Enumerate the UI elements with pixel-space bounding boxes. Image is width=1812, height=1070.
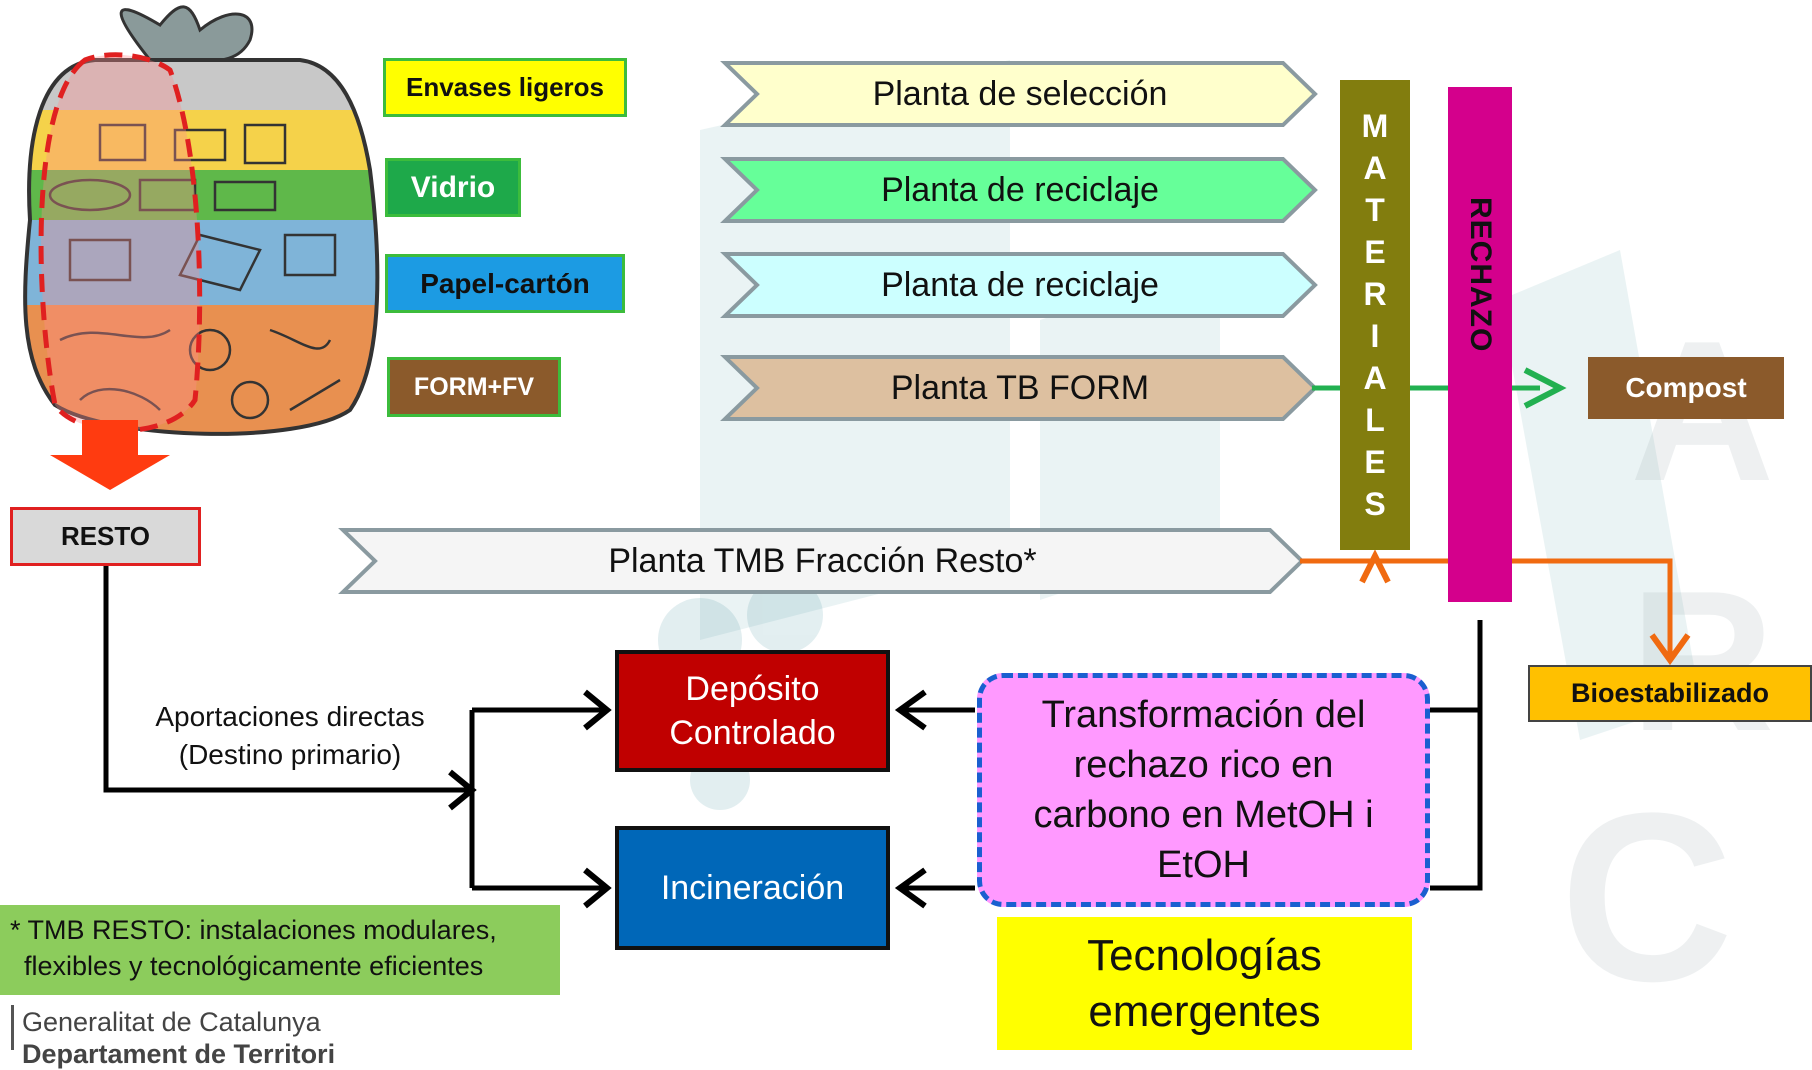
category-papel-carton: Papel-cartón: [385, 254, 625, 313]
aportaciones-label: Aportaciones directas (Destino primario): [120, 698, 460, 774]
deposito-line1: Depósito: [685, 670, 820, 708]
tecnologias-line2: emergentes: [1088, 986, 1321, 1036]
transformacion-line4: EtOH: [1157, 844, 1250, 886]
materiales-letter: R: [1363, 276, 1387, 312]
plant-label-tb-form: Planta TB FORM: [890, 368, 1150, 407]
chevron-planta-seleccion: [720, 61, 1318, 127]
resto-box: RESTO: [10, 507, 201, 566]
tecnologias-line1: Tecnologías: [1087, 930, 1322, 980]
category-vidrio: Vidrio: [385, 158, 521, 217]
materiales-letter: S: [1364, 486, 1386, 522]
rechazo-bar: RECHAZO: [1448, 87, 1512, 602]
bioestabilizado-box: Bioestabilizado: [1528, 665, 1812, 722]
chevron-planta-tmb: [338, 528, 1305, 594]
aportaciones-line1: Aportaciones directas: [155, 701, 425, 732]
materiales-letter: E: [1364, 234, 1386, 270]
transformacion-box: Transformación del rechazo rico en carbo…: [977, 673, 1430, 907]
chevron-planta-reciclaje-vidrio: [720, 157, 1318, 223]
rechazo-label: RECHAZO: [1464, 196, 1497, 353]
footer-text: Generalitat de Catalunya Departament de …: [22, 1006, 335, 1070]
footer-line2: Departament de Territori: [22, 1039, 336, 1069]
footer-line1: Generalitat de Catalunya: [22, 1007, 321, 1037]
materiales-letter: M: [1361, 108, 1389, 144]
compost-box: Compost: [1588, 357, 1784, 419]
incineracion-box: Incineración: [615, 826, 890, 950]
svg-text:R: R: [1630, 550, 1774, 773]
materiales-letter: I: [1370, 318, 1380, 354]
resto-down-arrow: [50, 420, 170, 490]
aportaciones-line2: (Destino primario): [178, 739, 402, 770]
tmb-note: * TMB RESTO: instalaciones modulares, fl…: [0, 905, 560, 995]
tecnologias-emergentes-box: Tecnologías emergentes: [997, 917, 1412, 1050]
transformacion-line2: rechazo rico en: [1073, 744, 1334, 786]
deposito-controlado-box: Depósito Controlado: [615, 650, 890, 772]
garbage-bag-illustration: [23, 5, 380, 436]
materiales-letter: A: [1363, 150, 1387, 186]
plant-label-seleccion: Planta de selección: [872, 74, 1168, 113]
tmb-note-line2: flexibles y tecnológicamente eficientes: [24, 951, 484, 981]
generalitat-logo-icon: [0, 1005, 14, 1050]
svg-text:C: C: [1560, 763, 1733, 1031]
tmb-note-line1: * TMB RESTO: instalaciones modulares,: [10, 915, 497, 945]
deposito-line2: Controlado: [669, 714, 836, 752]
plant-label-tmb: Planta TMB Fracción Resto*: [608, 541, 1037, 580]
transformacion-line3: carbono en MetOH i: [1033, 794, 1374, 836]
materiales-bar: M A T E R I A L E S: [1340, 80, 1410, 550]
materiales-letter: L: [1365, 402, 1385, 438]
materiales-letter: T: [1365, 192, 1385, 228]
plant-label-reciclaje-papel: Planta de reciclaje: [881, 265, 1159, 304]
plant-label-reciclaje-vidrio: Planta de reciclaje: [881, 170, 1159, 209]
category-envases-ligeros: Envases ligeros: [383, 58, 627, 117]
chevron-planta-reciclaje-papel: [720, 252, 1318, 318]
chevron-planta-tb-form: [720, 355, 1318, 421]
materiales-letter: E: [1364, 444, 1386, 480]
materiales-letter: A: [1363, 360, 1387, 396]
category-form-fv: FORM+FV: [387, 357, 561, 417]
transformacion-line1: Transformación del: [1041, 694, 1366, 736]
